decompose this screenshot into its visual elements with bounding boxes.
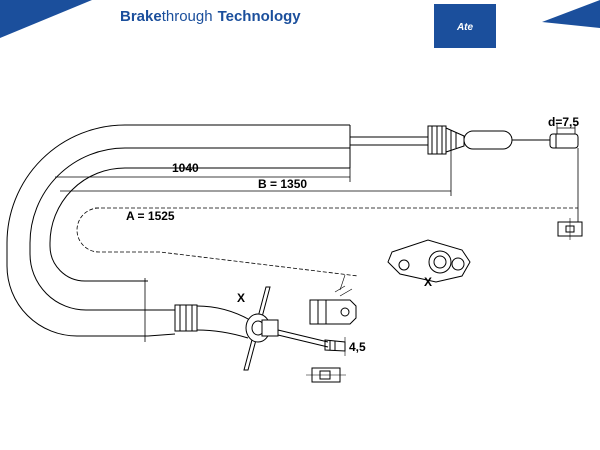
sheath-middle-line bbox=[29, 147, 350, 311]
dim-label-d: d=7,5 bbox=[548, 115, 579, 129]
right-corner-triangle bbox=[542, 0, 600, 28]
sheath-inner-edge bbox=[49, 167, 350, 282]
end-nipple bbox=[445, 127, 465, 153]
sheath-outer-edge bbox=[6, 124, 350, 337]
dim-label-45: 4,5 bbox=[349, 340, 366, 354]
brand-suffix: Technology bbox=[217, 7, 301, 25]
detail-label-x: X bbox=[237, 291, 245, 305]
dim-line-a-curve bbox=[76, 207, 359, 277]
dim-label-1040: 1040 bbox=[172, 161, 199, 175]
dim-label-a: A = 1525 bbox=[126, 209, 175, 223]
ate-logo-text: Ate bbox=[456, 22, 474, 33]
brand-bold: Brake bbox=[120, 7, 162, 25]
clevis-end-detail bbox=[309, 299, 357, 325]
left-corner-triangle bbox=[0, 0, 92, 38]
dim-label-b: B = 1350 bbox=[258, 177, 307, 191]
brand-regular: through bbox=[161, 7, 213, 25]
lower-inner-cable bbox=[277, 329, 329, 348]
ate-logo bbox=[434, 4, 496, 48]
lower-bend-top bbox=[196, 305, 251, 321]
section-label-x: X bbox=[424, 275, 432, 289]
lower-bend-bottom bbox=[196, 329, 249, 339]
end-nipple-d bbox=[549, 133, 579, 149]
cable-sleeve bbox=[463, 130, 513, 150]
bracket-detail-x bbox=[387, 239, 471, 283]
lower-sheath-end bbox=[147, 309, 176, 337]
